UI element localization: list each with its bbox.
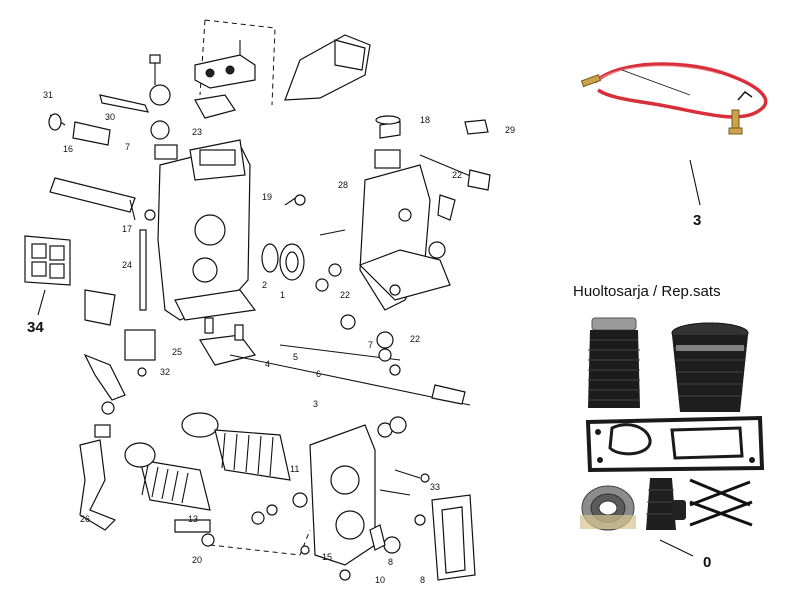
callout: 19 [262, 192, 272, 202]
callout: 20 [192, 555, 202, 565]
callout: 22 [340, 290, 350, 300]
callout: 4 [265, 359, 270, 369]
callout: 15 [322, 552, 332, 562]
small-bellow [646, 478, 686, 530]
callout: 1 [280, 290, 285, 300]
plate-34 [24, 235, 71, 316]
callout: 11 [290, 464, 299, 474]
callout: 26 [80, 514, 90, 524]
callout: 7 [368, 340, 373, 350]
callout: 33 [430, 482, 440, 492]
lower-right-housing [358, 115, 491, 349]
callout: 22 [410, 334, 420, 344]
top-cover-assembly [99, 19, 371, 160]
gasket [585, 415, 765, 473]
callout: 31 [43, 90, 53, 100]
left-tubes [48, 113, 156, 311]
lower-gear-housing [292, 416, 476, 581]
bearings [261, 194, 356, 330]
callout: 2 [262, 280, 267, 290]
cable-number-label: 3 [693, 212, 701, 229]
callout: 24 [122, 260, 132, 270]
service-kit-photo [580, 317, 765, 557]
callout: 32 [160, 367, 170, 377]
callout: 29 [505, 125, 515, 135]
kit-title: Huoltosarja / Rep.sats [573, 283, 721, 300]
callout: 28 [338, 180, 348, 190]
callout: 18 [420, 115, 430, 125]
callout: 30 [105, 112, 115, 122]
bellows-large [671, 322, 749, 412]
shift-linkage [83, 289, 471, 415]
plate-number-label: 34 [27, 319, 44, 336]
callout: 23 [192, 127, 202, 137]
bellows-small [588, 317, 640, 408]
callout: 5 [293, 352, 298, 362]
kit-number-label: 0 [703, 554, 711, 571]
cable-ties [689, 478, 753, 527]
callout: 22 [452, 170, 462, 180]
callout: 13 [188, 514, 198, 524]
callout: 3 [313, 399, 318, 409]
callout: 8 [388, 557, 393, 567]
callout: 25 [172, 347, 182, 357]
callout: 17 [122, 224, 132, 234]
bearing [580, 485, 636, 531]
callout: 8 [420, 575, 425, 585]
shift-cable-photo [580, 62, 768, 206]
callout: 10 [375, 575, 385, 585]
bellows-lower [79, 412, 311, 556]
upper-gear-housing [157, 139, 257, 321]
callout: 7 [125, 142, 130, 152]
callout-labels: 31 30 16 23 18 29 7 19 28 22 17 2 1 24 2… [43, 90, 515, 585]
callout: 16 [63, 144, 73, 154]
callout: 6 [316, 369, 321, 379]
